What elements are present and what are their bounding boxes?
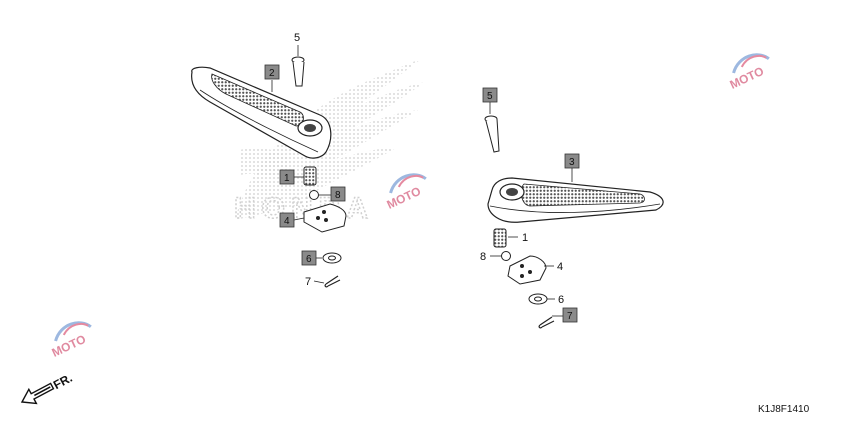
callout-right-peg: 3 — [569, 157, 575, 168]
callout-box-left-spring — [279, 169, 295, 185]
callout-box-right-pin — [562, 307, 578, 323]
svg-text:MOTO: MOTO — [385, 184, 423, 212]
left-footpeg — [191, 66, 332, 159]
callout-right-washer: 6 — [558, 294, 564, 306]
moto-watermark-left: MOTO — [50, 321, 92, 360]
callout-box-right-peg — [564, 153, 580, 169]
right-washer — [528, 293, 548, 305]
callout-right-ball: 8 — [480, 251, 486, 263]
front-direction-arrow: FR. — [20, 371, 75, 405]
left-washer — [322, 252, 342, 264]
honda-text-watermark: HONDA — [234, 192, 374, 225]
left-detent-ball — [309, 190, 319, 200]
callout-right-pin: 7 — [567, 311, 573, 322]
callout-left-washer: 6 — [306, 254, 312, 265]
callout-right-bolt: 5 — [487, 91, 493, 102]
right-footpeg — [487, 177, 664, 223]
right-cotter-pin — [538, 316, 555, 329]
callout-box-right-bolt — [482, 87, 498, 103]
moto-watermark-top-right: MOTO — [728, 53, 770, 92]
callout-left-bolt: 5 — [294, 32, 300, 44]
callout-left-pin: 7 — [305, 276, 311, 288]
callout-left-peg: 2 — [269, 68, 275, 79]
left-stopper-plate — [303, 203, 347, 233]
callout-left-ball: 8 — [335, 190, 341, 201]
left-return-spring — [303, 166, 317, 186]
right-pivot-bolt — [484, 102, 500, 153]
right-return-spring — [493, 228, 507, 248]
left-cotter-pin — [324, 275, 341, 288]
callout-left-plate: 4 — [284, 216, 290, 227]
right-stopper-plate — [507, 255, 547, 285]
callout-box-left-ball — [330, 186, 346, 202]
svg-text:MOTO: MOTO — [50, 332, 88, 360]
callout-right-spring: 1 — [522, 232, 528, 244]
left-pivot-bolt — [291, 45, 305, 87]
callout-box-left-peg — [264, 64, 280, 80]
callout-right-plate: 4 — [557, 261, 563, 273]
front-direction-label: FR. — [51, 371, 75, 392]
right-detent-ball — [501, 251, 511, 261]
callout-box-left-plate — [279, 212, 295, 228]
drawing-code: K1J8F1410 — [758, 404, 810, 415]
svg-text:MOTO: MOTO — [728, 64, 766, 92]
callout-box-left-washer — [301, 250, 317, 266]
callout-left-spring: 1 — [284, 173, 290, 184]
moto-watermark-center: MOTO — [385, 173, 427, 212]
